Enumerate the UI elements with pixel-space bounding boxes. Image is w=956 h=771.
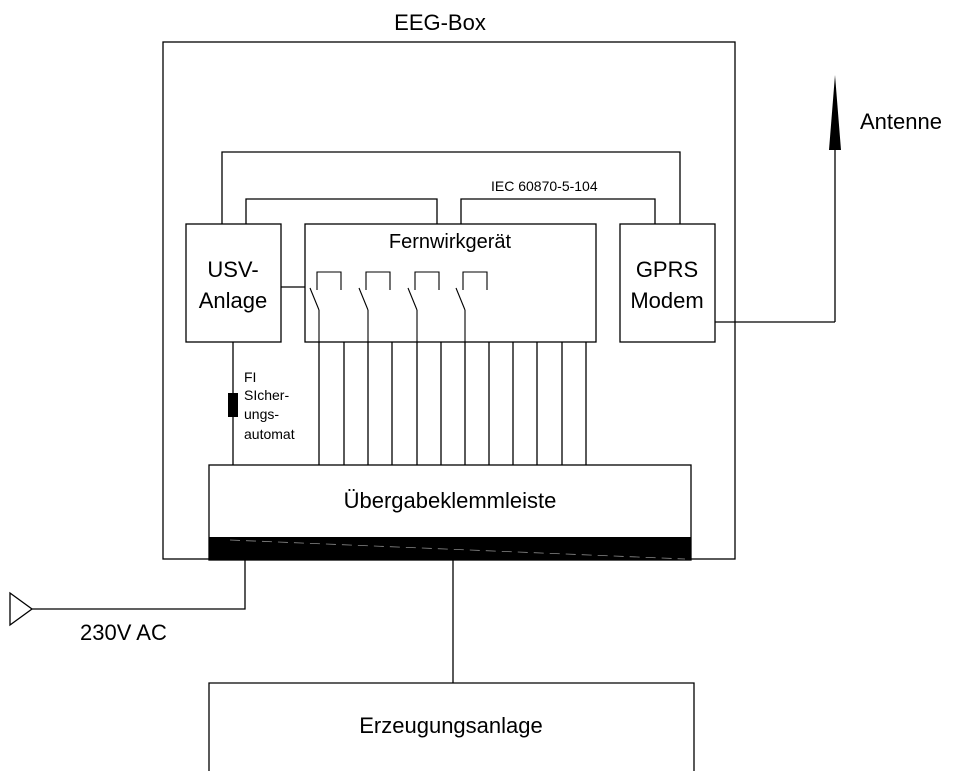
terminal-strip-bar-highlight	[229, 539, 686, 560]
fuse-label-line2: SIcher-	[244, 387, 289, 403]
gprs-label-line1: GPRS	[636, 257, 698, 282]
antenna-label: Antenne	[860, 109, 942, 134]
eeg-box-title: EEG-Box	[394, 10, 486, 35]
telecontrol-label: Fernwirkgerät	[389, 231, 512, 253]
gprs-label-line2: Modem	[630, 288, 703, 313]
terminal-strip-label: Übergabeklemmleiste	[344, 488, 557, 513]
fuse-label-line3: ungs-	[244, 406, 279, 422]
fernwirkgeraet-box	[304, 223, 597, 343]
gprs-modem-box	[619, 223, 716, 343]
antenna-icon	[829, 75, 841, 150]
relay-contact-4	[455, 271, 488, 342]
relay-contact-2	[358, 271, 391, 342]
fuse-label-line4: automat	[244, 426, 295, 442]
usv-anlage-box	[185, 223, 282, 343]
relay-contact-1	[309, 271, 342, 342]
generator-box	[208, 682, 695, 771]
usv-label-line2: Anlage	[199, 288, 268, 313]
terminal-wires	[318, 342, 587, 465]
generator-label: Erzeugungsanlage	[359, 713, 542, 738]
usv-label-line1: USV-	[207, 257, 258, 282]
supply-label: 230V AC	[80, 620, 167, 645]
protocol-label: IEC 60870-5-104	[491, 178, 598, 194]
relay-contact-3	[407, 271, 440, 342]
usv-gprs-power-wire	[221, 151, 681, 224]
supply-wire	[32, 560, 246, 610]
telecontrol-gprs-link	[460, 198, 656, 224]
supply-arrow-icon	[9, 591, 34, 627]
usv-telecontrol-wire	[245, 198, 438, 224]
relay-contacts	[309, 271, 488, 342]
fuse-icon	[228, 393, 238, 417]
fuse-label-line1: FI	[244, 369, 256, 385]
